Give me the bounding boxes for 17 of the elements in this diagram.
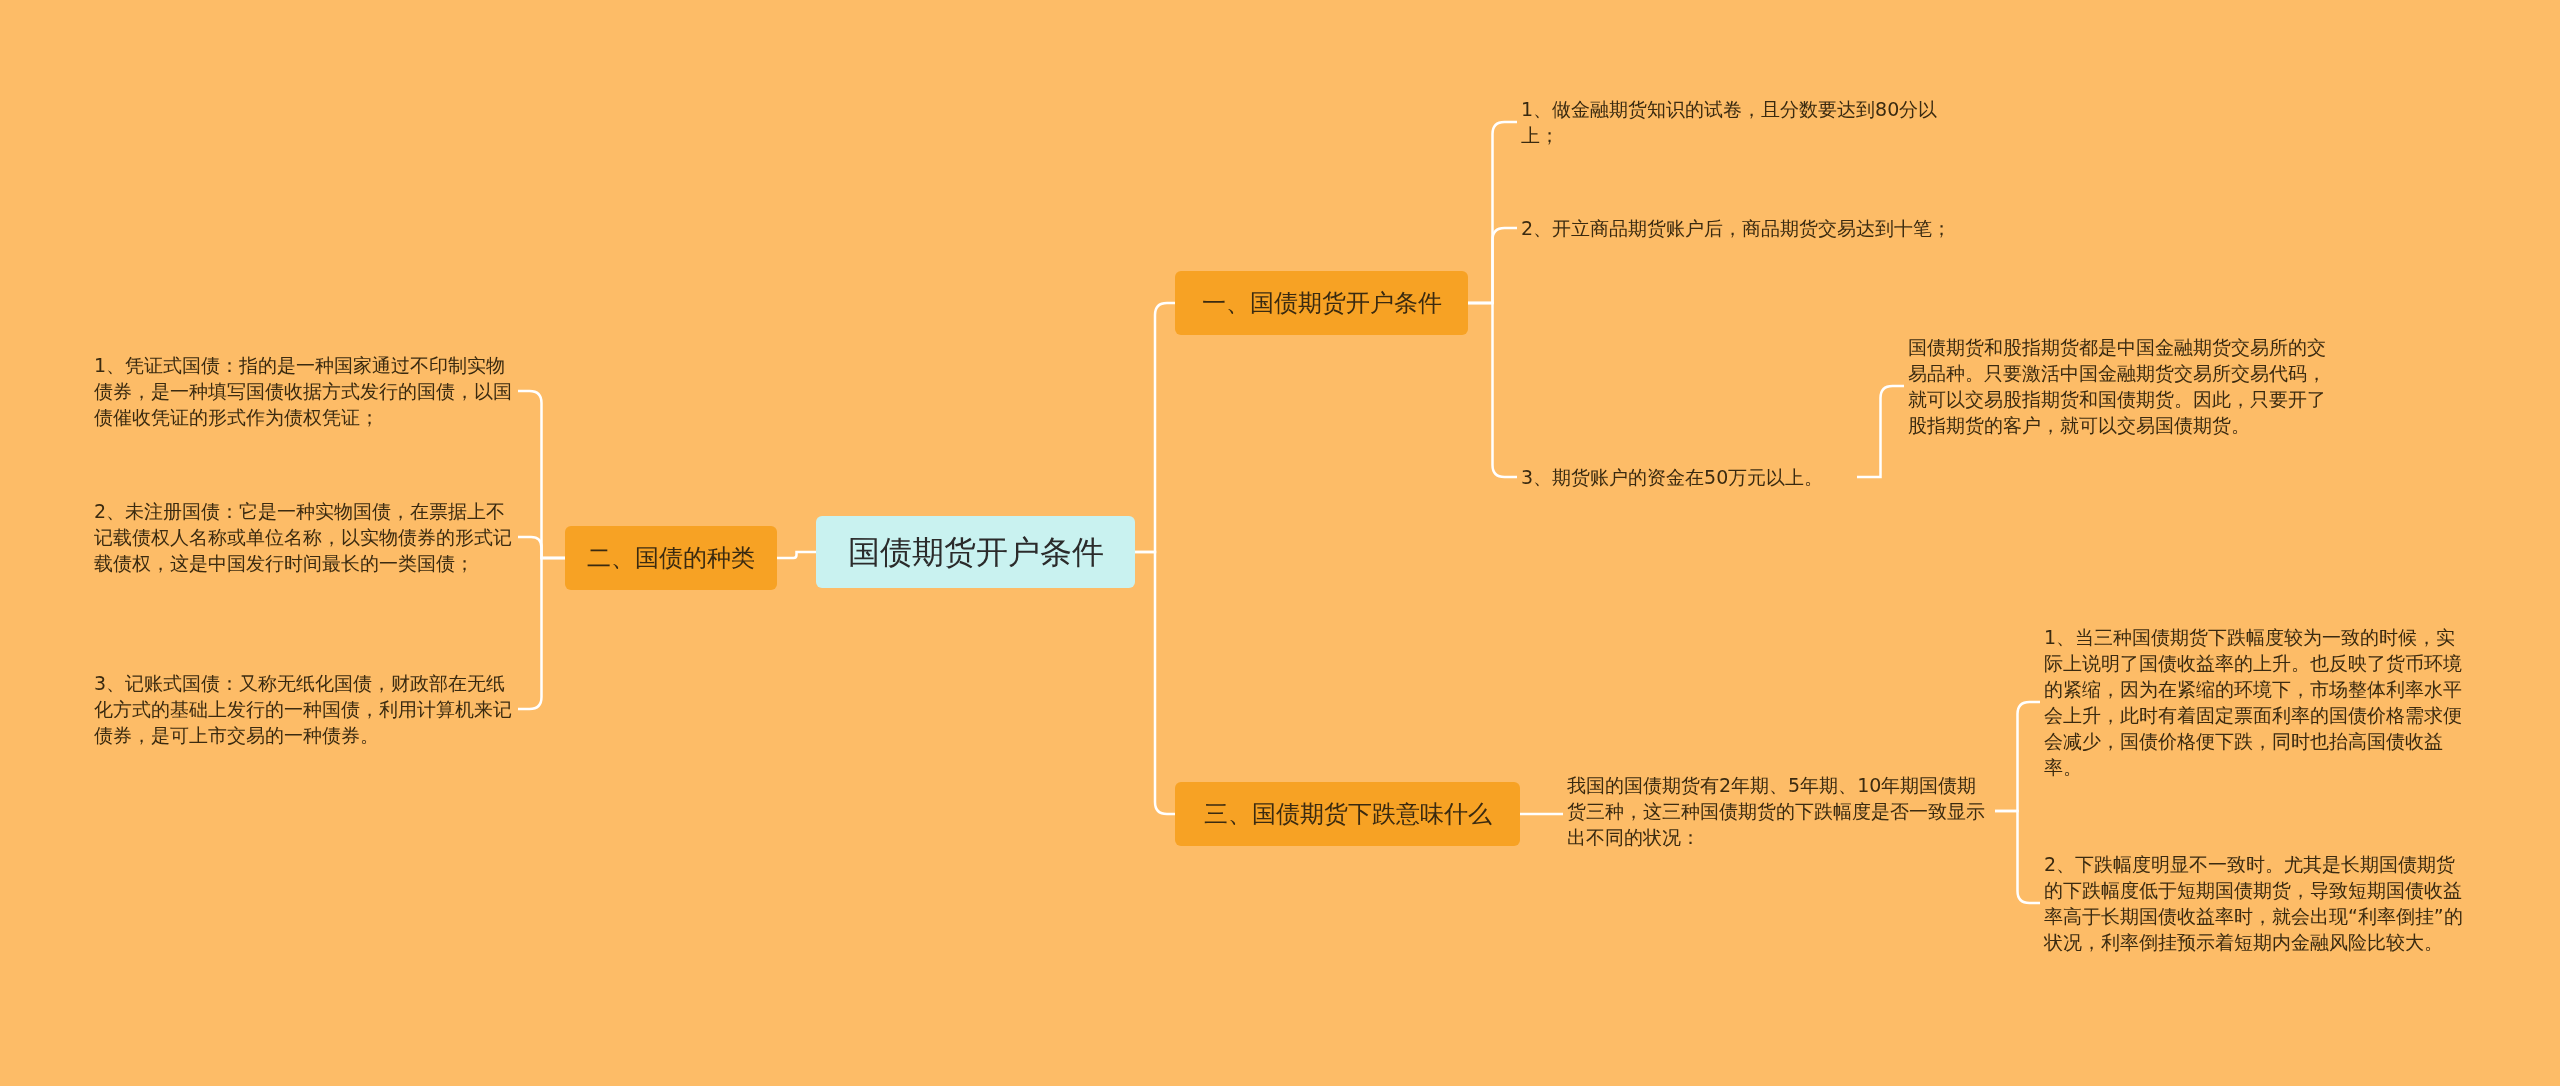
branch-topic: 二、国债的种类 (565, 526, 777, 590)
branch-topic: 三、国债期货下跌意味什么 (1175, 782, 1520, 846)
topic-text: 1、当三种国债期货下跌幅度较为一致的时候，实际上说明了国债收益率的上升。也反映了货币环境的紧缩，因为在紧缩的环境下，市场整体利率水平会上升，此时有着固定票面利率的国债价格需求便会减少，国债价格便下跌，同时也抬高国债收益率。 (2040, 624, 2472, 780)
branch-topic: 一、国债期货开户条件 (1175, 271, 1468, 335)
topic-text: 我国的国债期货有2年期、5年期、10年期国债期货三种，这三种国债期货的下跌幅度是否一致显示出不同的状况： (1563, 772, 1995, 850)
topic-text: 国债期货和股指期货都是中国金融期货交易所的交易品种。只要激活中国金融期货交易所交易代码，就可以交易股指期货和国债期货。因此，只要开了股指期货的客户，就可以交易国债期货。 (1904, 334, 2334, 438)
connector-line (1520, 812, 1563, 816)
topic-text: 2、开立商品期货账户后，商品期货交易达到十笔； (1517, 215, 1957, 241)
topic-text: 2、未注册国债：它是一种实物国债，在票据上不记载债权人名称或单位名称，以实物债券的形式记载债权，这是中国发行时间最长的一类国债； (90, 498, 518, 576)
central-topic: 国债期货开户条件 (816, 516, 1135, 588)
connector-line (1135, 550, 1175, 816)
topic-text: 1、凭证式国债：指的是一种国家通过不印制实物债券，是一种填写国债收据方式发行的国债，以国债催收凭证的形式作为债权凭证； (90, 352, 518, 430)
topic-text: 2、下跌幅度明显不一致时。尤其是长期国债期货的下跌幅度低于短期国债期货，导致短期国债收益率高于长期国债收益率时，就会出现“利率倒挂”的状况，利率倒挂预示着短期内金融风险比较大。 (2040, 851, 2472, 955)
topic-text: 3、记账式国债：又称无纸化国债，财政部在无纸化方式的基础上发行的一种国债，利用计算机来记债券，是可上市交易的一种债券。 (90, 670, 518, 748)
connector-line (777, 550, 816, 560)
topic-text: 1、做金融期货知识的试卷，且分数要达到80分以上； (1517, 96, 1957, 148)
topic-text: 3、期货账户的资金在50万元以上。 (1517, 464, 1857, 490)
